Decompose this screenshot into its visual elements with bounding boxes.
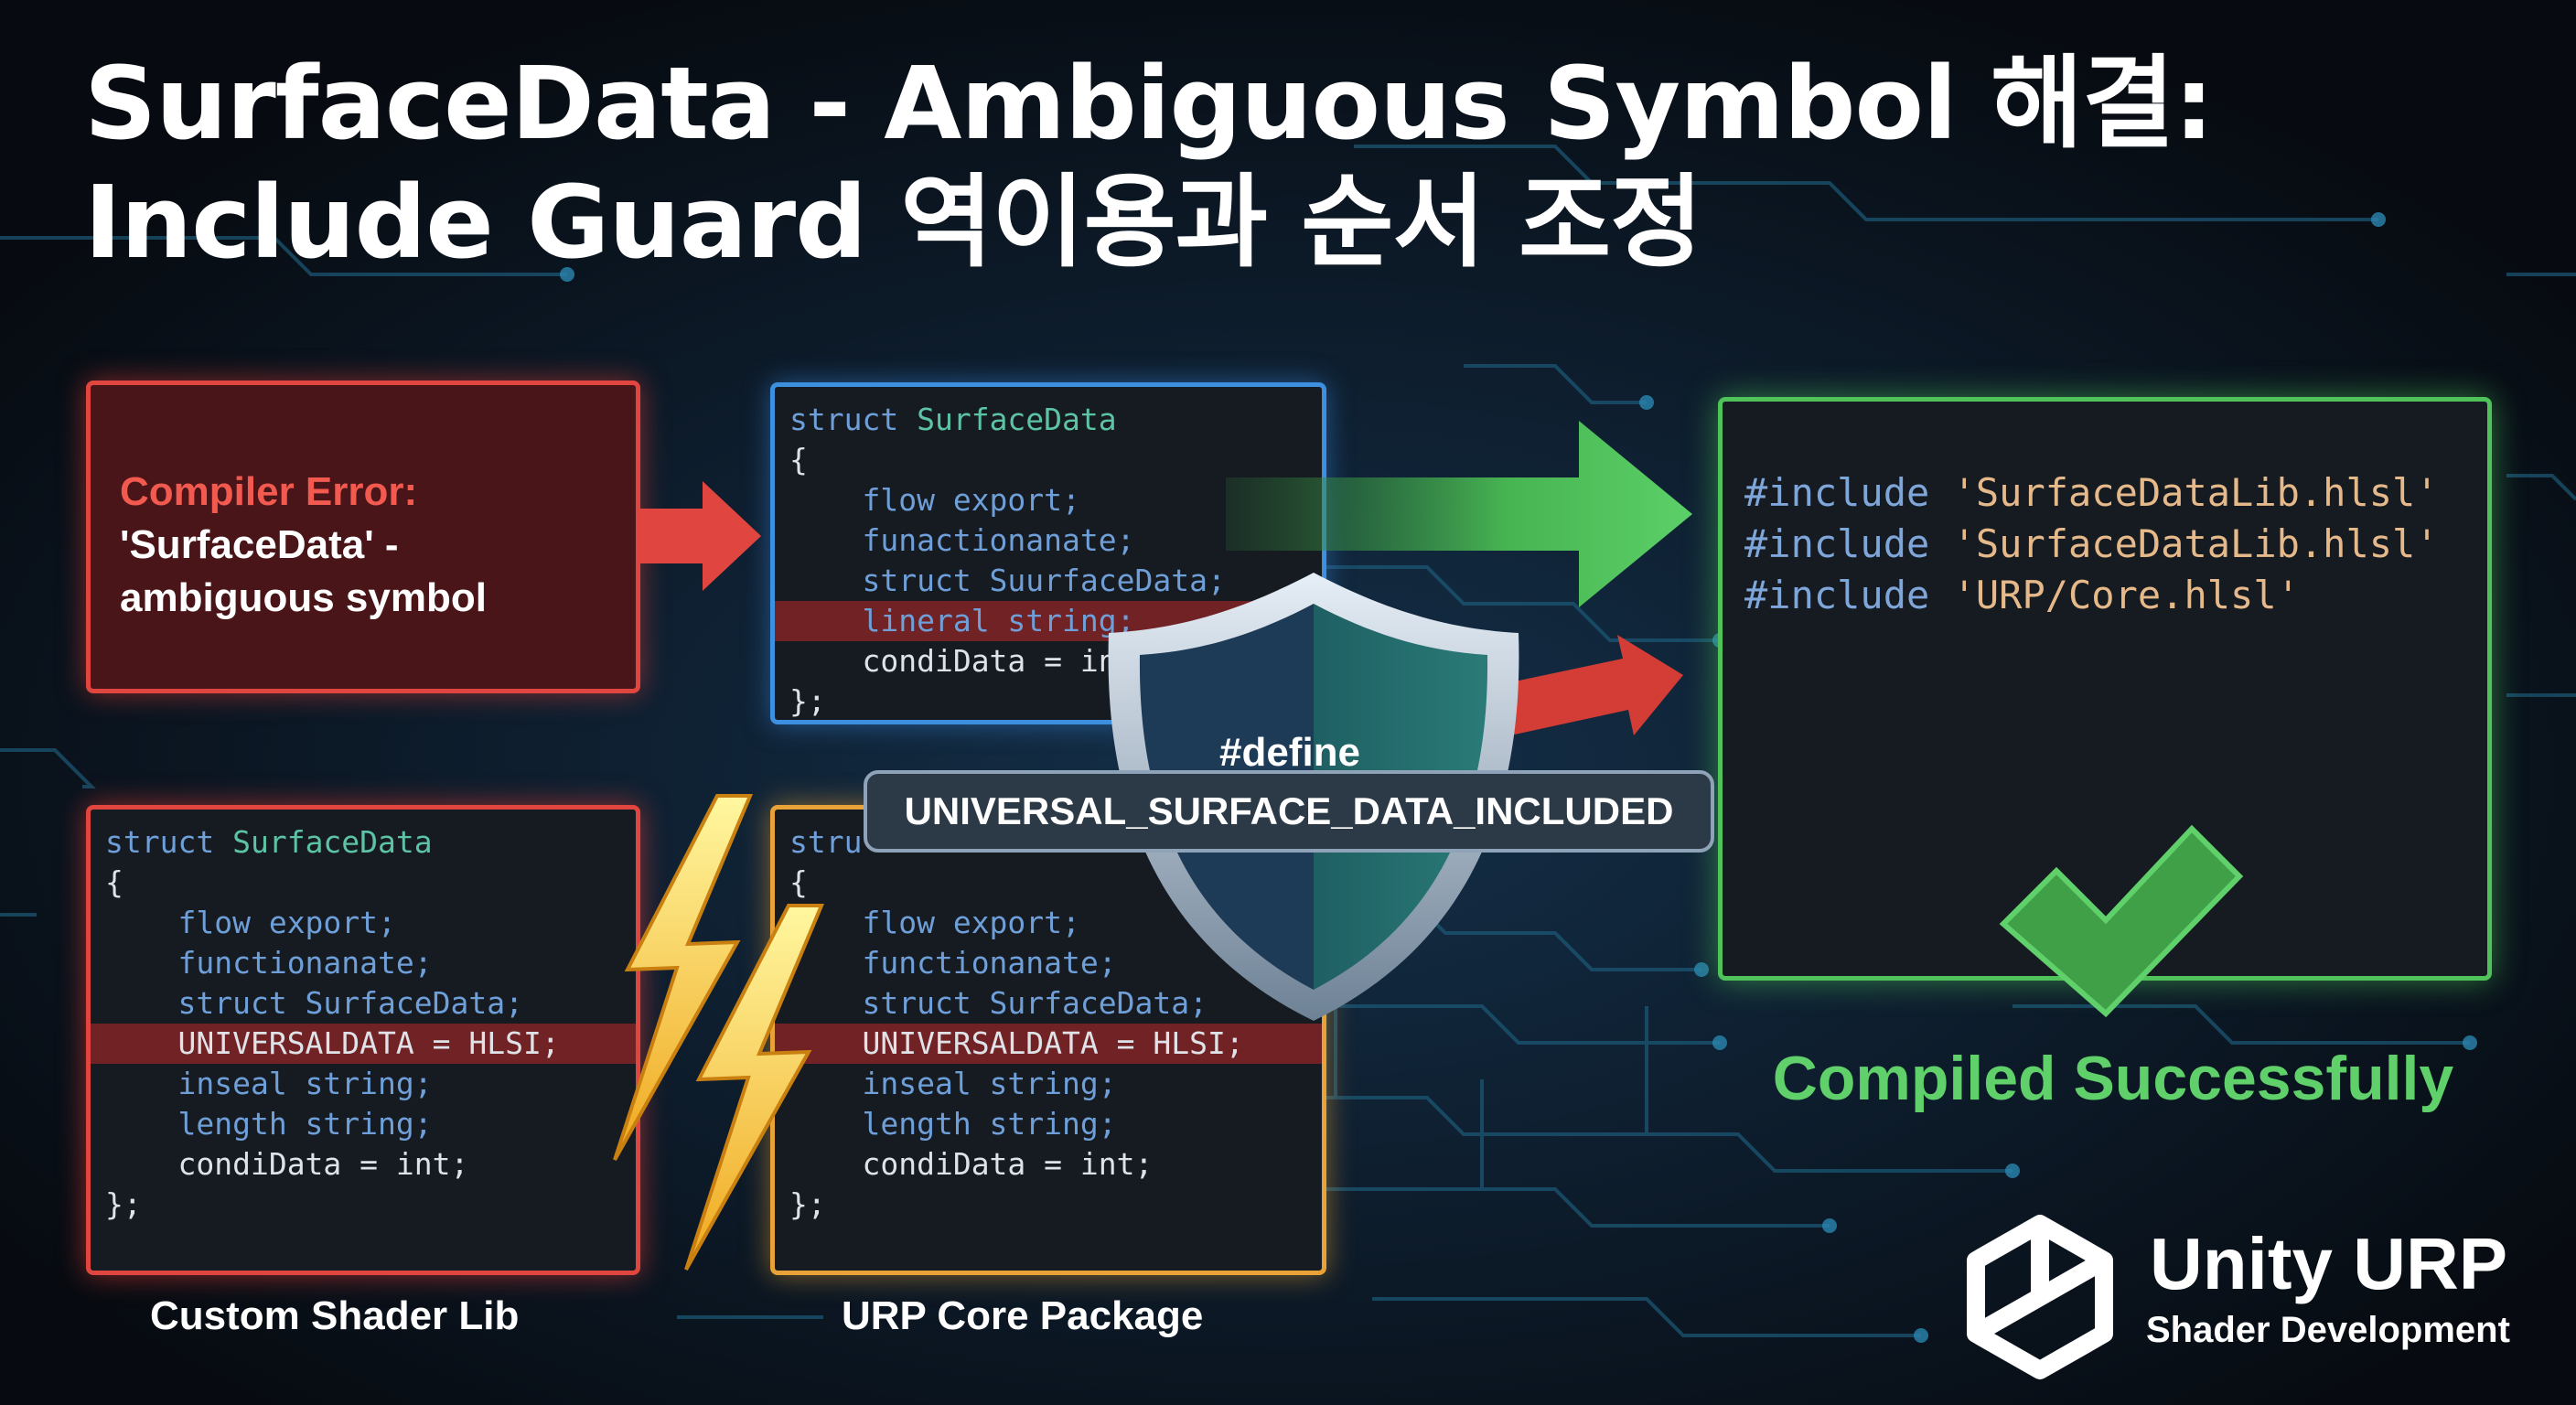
unity-logo-icon bbox=[1967, 1215, 2113, 1379]
code-keyword: struct bbox=[105, 824, 215, 860]
code-line: condiData = int bbox=[862, 643, 1135, 679]
code-line: inseal string; bbox=[862, 1066, 1117, 1101]
error-to-code-arrow bbox=[640, 481, 761, 591]
code-block: #include 'SurfaceDataLib.hlsl' #include … bbox=[1723, 402, 2487, 687]
code-line: flow export; bbox=[862, 905, 1080, 940]
include-order-panel: #include 'SurfaceDataLib.hlsl' #include … bbox=[1718, 397, 2492, 981]
define-keyword: #define bbox=[1218, 730, 1361, 775]
custom-shader-lib-label: Custom Shader Lib bbox=[150, 1293, 520, 1338]
code-line: functionanate; bbox=[177, 945, 433, 981]
code-line: length string; bbox=[862, 1106, 1117, 1142]
code-brace: { bbox=[789, 864, 808, 900]
code-type: SurfaceData bbox=[917, 402, 1117, 437]
code-keyword: struct bbox=[789, 402, 899, 437]
highlighted-code-line: UNIVERSALDATA = HLSI; bbox=[91, 1024, 636, 1064]
code-line: struct SuurfaceData; bbox=[862, 563, 1226, 598]
include-directive: #include bbox=[1744, 573, 1930, 617]
compiled-successfully-label: Compiled Successfully bbox=[1772, 1044, 2454, 1113]
brand-subtitle: Shader Development bbox=[2146, 1310, 2510, 1350]
code-line: struct SurfaceData; bbox=[862, 985, 1208, 1021]
code-block: struct SurfaceData { flow export; functi… bbox=[91, 810, 636, 1238]
title-line-1: SurfaceData - Ambiguous Symbol 해결: bbox=[84, 45, 2214, 162]
code-keyword: stru bbox=[789, 824, 863, 860]
code-line: inseal string; bbox=[177, 1066, 433, 1101]
code-line: flow export; bbox=[177, 905, 396, 940]
success-arrow bbox=[1226, 421, 1692, 607]
code-line: condiData = int; bbox=[177, 1146, 469, 1182]
code-line: UNIVERSALDATA = HLSI; bbox=[177, 1025, 560, 1061]
code-line: UNIVERSALDATA = HLSI; bbox=[862, 1025, 1244, 1061]
lightning-bolt-icon bbox=[613, 794, 754, 1161]
error-line-2: ambiguous symbol bbox=[120, 575, 487, 620]
lightning-bolt-icon bbox=[684, 904, 825, 1271]
code-line: functionanate; bbox=[862, 945, 1117, 981]
code-block: stru { flow export; functionanate; struc… bbox=[775, 810, 1322, 1238]
error-line-1: 'SurfaceData' - bbox=[120, 522, 399, 567]
code-line: lineral string; bbox=[862, 603, 1135, 638]
include-directive: #include bbox=[1744, 521, 1930, 566]
code-brace: }; bbox=[789, 1186, 826, 1222]
guard-arrow bbox=[1467, 635, 1683, 743]
checkmark-icon bbox=[1999, 824, 2244, 1018]
error-heading: Compiler Error: bbox=[120, 469, 418, 514]
brand-name: Unity URP bbox=[2150, 1223, 2508, 1304]
page-title: SurfaceData - Ambiguous Symbol 해결: Inclu… bbox=[84, 44, 2463, 282]
code-line: condiData = int; bbox=[862, 1146, 1154, 1182]
compiler-error-box: Compiler Error: 'SurfaceData' - ambiguou… bbox=[86, 381, 640, 693]
code-brace: }; bbox=[789, 683, 826, 719]
urp-core-package-label: URP Core Package bbox=[842, 1293, 1204, 1338]
custom-shader-lib-code-panel: struct SurfaceData { flow export; functi… bbox=[86, 805, 640, 1275]
include-directive: #include bbox=[1744, 470, 1930, 515]
code-line: funactionanate; bbox=[862, 522, 1135, 558]
code-brace: }; bbox=[105, 1186, 142, 1222]
include-path: 'SurfaceDataLib.hlsl' bbox=[1952, 470, 2439, 515]
code-line: struct SurfaceData; bbox=[177, 985, 523, 1021]
include-path: 'URP/Core.hlsl' bbox=[1952, 573, 2300, 617]
code-line: flow export; bbox=[862, 482, 1080, 518]
code-brace: { bbox=[789, 442, 808, 477]
include-path: 'SurfaceDataLib.hlsl' bbox=[1952, 521, 2439, 566]
code-type: SurfaceData bbox=[232, 824, 433, 860]
code-brace: { bbox=[105, 864, 123, 900]
include-guard-define: UNIVERSAL_SURFACE_DATA_INCLUDED bbox=[864, 770, 1714, 853]
code-line: length string; bbox=[177, 1106, 433, 1142]
title-line-2: Include Guard 역이용과 순서 조정 bbox=[84, 164, 1702, 281]
highlighted-code-line: UNIVERSALDATA = HLSI; bbox=[775, 1024, 1322, 1064]
